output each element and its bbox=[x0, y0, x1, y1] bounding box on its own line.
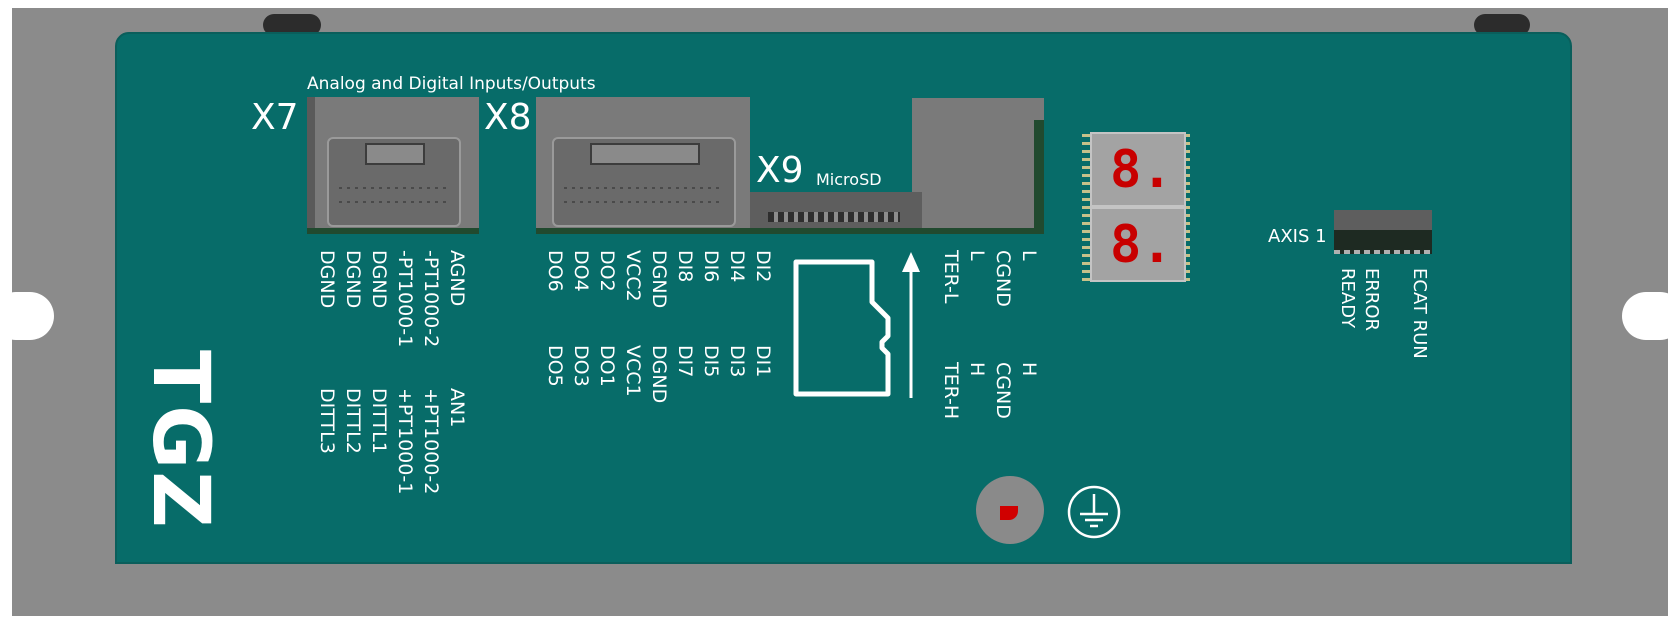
connector-x7[interactable] bbox=[307, 97, 479, 234]
io-header-label: Analog and Digital Inputs/Outputs bbox=[307, 74, 596, 94]
axis-label: AXIS 1 bbox=[1268, 226, 1327, 247]
axis-led-block bbox=[1334, 210, 1432, 254]
mounting-slot-left bbox=[0, 292, 54, 340]
x8-pin-di3: DI3 bbox=[726, 345, 748, 378]
microsd-housing bbox=[912, 98, 1044, 232]
rubber-foot-right bbox=[1474, 14, 1530, 36]
x7-pin-pt1000-2-pos: +PT1000-2 bbox=[420, 388, 442, 495]
x8-pin-vcc2: VCC2 bbox=[622, 250, 644, 302]
x8-pin-do4: DO4 bbox=[570, 250, 592, 292]
x8-pin-di7: DI7 bbox=[674, 345, 696, 378]
x8-pin-di5: DI5 bbox=[700, 345, 722, 378]
x8-pin-dgnd-b: DGND bbox=[648, 345, 670, 404]
x7-pin-an1: AN1 bbox=[446, 388, 468, 428]
connector-x7-plug bbox=[327, 137, 461, 227]
can-pin-ter-l: TER-L bbox=[940, 250, 962, 304]
led-label-ready: READY bbox=[1337, 268, 1358, 329]
x7-pin-dittl2: DITTL2 bbox=[342, 388, 364, 454]
can-pin-ter-h: TER-H bbox=[940, 362, 962, 420]
x8-pin-vcc1: VCC1 bbox=[622, 345, 644, 397]
brand-logo: TGZ bbox=[135, 350, 225, 550]
x7-pin-dgnd-3: DGND bbox=[368, 250, 390, 309]
connector-label-x8: X8 bbox=[484, 97, 532, 138]
x7-pin-dgnd-2: DGND bbox=[342, 250, 364, 309]
rubber-foot-left bbox=[263, 14, 321, 36]
can-pin-cgnd-a: CGND bbox=[992, 250, 1014, 307]
x8-pin-dgnd-a: DGND bbox=[648, 250, 670, 309]
x8-pin-di6: DI6 bbox=[700, 250, 722, 283]
seven-segment-display-1: 8. bbox=[1090, 132, 1186, 207]
display-digit-1: 8. bbox=[1110, 140, 1173, 200]
display-digit-2: 8. bbox=[1110, 215, 1173, 275]
x8-pin-do6: DO6 bbox=[544, 250, 566, 292]
x8-pin-do1: DO1 bbox=[596, 345, 618, 387]
x7-pin-dittl3: DITTL3 bbox=[316, 388, 338, 454]
x7-pin-agnd: AGND bbox=[446, 250, 468, 307]
connector-label-x9: X9 bbox=[756, 150, 804, 191]
can-pin-h-2: H bbox=[1018, 362, 1040, 377]
seven-segment-display-2: 8. bbox=[1090, 207, 1186, 282]
led-label-ecat-run: ECAT RUN bbox=[1409, 268, 1430, 359]
can-pin-h-1: H bbox=[966, 362, 988, 377]
rotary-switch-indicator-icon bbox=[1000, 506, 1018, 520]
x8-pin-do2: DO2 bbox=[596, 250, 618, 292]
microsd-label: MicroSD bbox=[816, 170, 882, 189]
x8-pin-di4: DI4 bbox=[726, 250, 748, 283]
x8-pin-do3: DO3 bbox=[570, 345, 592, 387]
x7-pin-pt1000-2-neg: -PT1000-2 bbox=[420, 250, 442, 348]
x8-pin-di8: DI8 bbox=[674, 250, 696, 283]
can-pin-l-1: L bbox=[966, 250, 988, 261]
can-pin-l-2: L bbox=[1018, 250, 1040, 261]
microsd-pcb-edge bbox=[1034, 120, 1044, 234]
connector-x8[interactable] bbox=[536, 97, 750, 234]
connector-x8-plug bbox=[552, 137, 736, 227]
x7-pin-dgnd-1: DGND bbox=[316, 250, 338, 309]
mounting-slot-right bbox=[1622, 292, 1676, 340]
connector-label-x7: X7 bbox=[251, 97, 299, 138]
x7-pin-pt1000-1-pos: +PT1000-1 bbox=[394, 388, 416, 495]
microsd-card-icon bbox=[793, 259, 891, 397]
rotary-switch[interactable] bbox=[976, 476, 1044, 544]
x7-pin-pt1000-1-neg: -PT1000-1 bbox=[394, 250, 416, 348]
can-pin-cgnd-b: CGND bbox=[992, 362, 1014, 419]
insert-direction-arrow-icon bbox=[902, 252, 920, 398]
brand-logo-text: TGZ bbox=[135, 350, 225, 530]
x7-pin-dittl1: DITTL1 bbox=[368, 388, 390, 454]
x8-pin-di1: DI1 bbox=[752, 345, 774, 378]
x8-pin-do5: DO5 bbox=[544, 345, 566, 387]
board-edge-strip bbox=[536, 228, 1044, 234]
microsd-slot-base bbox=[750, 192, 922, 234]
protective-earth-icon bbox=[1067, 485, 1121, 539]
led-label-error: ERROR bbox=[1361, 268, 1382, 332]
x8-pin-di2: DI2 bbox=[752, 250, 774, 283]
